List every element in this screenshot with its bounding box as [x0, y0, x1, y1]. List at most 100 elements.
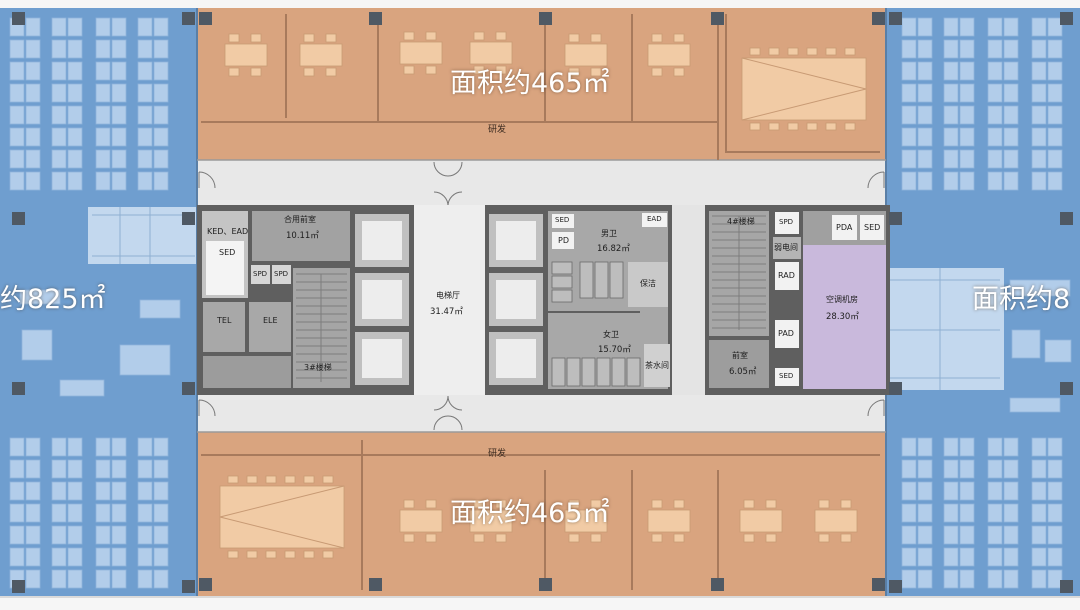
- workstation-desk: [67, 503, 83, 523]
- chair: [590, 67, 602, 77]
- workstation-desk: [943, 525, 959, 545]
- workstation-desk: [137, 149, 153, 169]
- sed-cabinet: [775, 368, 799, 386]
- chair: [568, 33, 580, 43]
- table-outline: [219, 516, 345, 549]
- workstation-desk: [901, 547, 917, 567]
- workstation-desk: [1047, 503, 1063, 523]
- workstation-desk: [1047, 437, 1063, 457]
- west-bridge-area: [88, 207, 197, 264]
- workstation-desk: [943, 39, 959, 59]
- chair: [765, 499, 777, 509]
- workstation-desk: [95, 503, 111, 523]
- chair: [228, 33, 240, 43]
- workstation-desk: [137, 525, 153, 545]
- workstation-desk: [987, 547, 1003, 567]
- workstation-desk: [51, 149, 67, 169]
- workstation-desk: [51, 503, 67, 523]
- chair: [284, 475, 296, 484]
- structural-column: [539, 12, 552, 25]
- east-bridge-lines: [890, 268, 1000, 390]
- workstation-desk: [95, 149, 111, 169]
- structural-column: [872, 578, 885, 591]
- workstation-desk: [1003, 437, 1019, 457]
- workstation-desk: [943, 61, 959, 81]
- meeting-table: [739, 509, 783, 533]
- workstation-desk: [67, 127, 83, 147]
- workstation-desk: [917, 39, 933, 59]
- workstation-desk: [1003, 525, 1019, 545]
- workstation-desk: [67, 547, 83, 567]
- toilet-stall: [611, 357, 626, 387]
- womens-room-name: 女卫: [603, 330, 619, 339]
- door-swing: [198, 399, 216, 417]
- meeting-table: [564, 509, 608, 533]
- workstation-desk: [901, 459, 917, 479]
- service-passage: [672, 205, 705, 395]
- cleaning-label: 保洁: [640, 279, 656, 288]
- sed-cabinet: [552, 214, 574, 228]
- workstation-desk: [901, 569, 917, 589]
- door-swing: [198, 171, 216, 189]
- urinal: [551, 261, 573, 275]
- workstation-desk: [959, 61, 975, 81]
- lounge-furniture: [1011, 329, 1041, 359]
- workstation-desk: [111, 459, 127, 479]
- chair: [818, 533, 830, 543]
- structural-column: [369, 578, 382, 591]
- workstation-desk: [1031, 503, 1047, 523]
- workstation-desk: [943, 17, 959, 37]
- structural-column: [539, 578, 552, 591]
- pad-shaft: [775, 320, 799, 348]
- meeting-table: [299, 43, 343, 67]
- sed-left-label: SED: [219, 248, 236, 257]
- chair: [303, 67, 315, 77]
- workstation-desk: [1003, 17, 1019, 37]
- workstation-desk: [917, 503, 933, 523]
- workstation-desk: [959, 149, 975, 169]
- ele-room: [249, 302, 291, 352]
- workstation-desk: [959, 481, 975, 501]
- workstation-desk: [1031, 149, 1047, 169]
- workstation-desk: [51, 17, 67, 37]
- workstation-desk: [95, 105, 111, 125]
- service-room: [203, 356, 291, 388]
- workstation-desk: [917, 127, 933, 147]
- workstation-desk: [959, 17, 975, 37]
- workstation-desk: [917, 547, 933, 567]
- workstation-desk: [987, 127, 1003, 147]
- workstation-desk: [95, 569, 111, 589]
- east-bridge-area: [886, 268, 1004, 390]
- chair: [403, 533, 415, 543]
- workstation-desk: [25, 17, 41, 37]
- meeting-table: [647, 509, 691, 533]
- structural-column: [12, 580, 25, 593]
- sed-cabinet: [206, 241, 244, 295]
- structural-column: [1060, 580, 1073, 593]
- workstation-desk: [153, 171, 169, 191]
- meeting-table: [399, 509, 443, 533]
- tel-room: [203, 302, 245, 352]
- lounge-furniture: [21, 329, 53, 361]
- west-area-label: 约825㎡: [0, 284, 106, 315]
- workstation-desk: [1047, 525, 1063, 545]
- workstation-desk: [25, 39, 41, 59]
- workstation-desk: [153, 481, 169, 501]
- urinal: [551, 275, 573, 289]
- workstation-desk: [9, 547, 25, 567]
- elevator-car: [496, 280, 536, 319]
- workstation-desk: [51, 525, 67, 545]
- anteroom-area: 6.05㎡: [729, 367, 757, 377]
- workstation-desk: [1031, 481, 1047, 501]
- rad-label: RAD: [778, 271, 795, 280]
- workstation-desk: [917, 149, 933, 169]
- chair: [227, 550, 239, 559]
- workstation-desk: [1031, 105, 1047, 125]
- chair: [765, 533, 777, 543]
- workstation-desk: [25, 481, 41, 501]
- workstation-desk: [1047, 547, 1063, 567]
- chair: [250, 33, 262, 43]
- workstation-desk: [1047, 127, 1063, 147]
- workstation-desk: [987, 105, 1003, 125]
- workstation-desk: [901, 503, 917, 523]
